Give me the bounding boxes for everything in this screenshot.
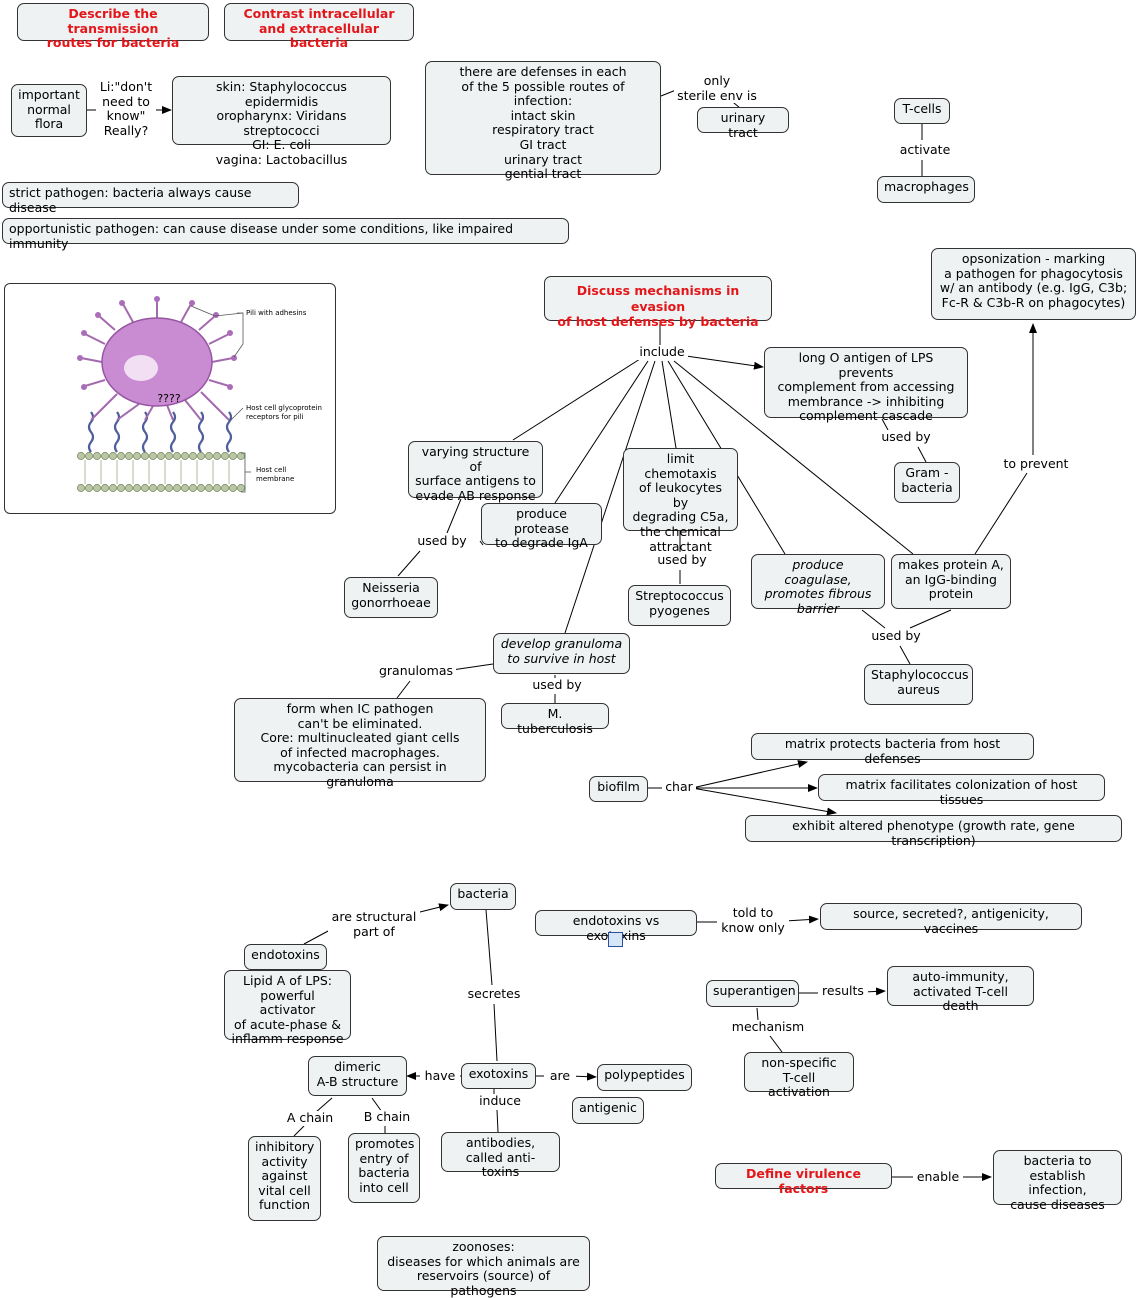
autoimmunity-node[interactable]: auto-immunity, activated T-cell death: [887, 966, 1034, 1013]
activate-label: activate: [896, 142, 954, 158]
bacterium-cell-icon: [101, 317, 213, 407]
opsonization-node[interactable]: opsonization - marking a pathogen for ph…: [931, 248, 1136, 320]
used-by-staph-label: used by: [866, 628, 926, 644]
urinary-tract-node[interactable]: urinary tract: [697, 107, 789, 139]
li-label: Li:"don't need to know" Really?: [96, 79, 156, 139]
granulomas-label: granulomas: [376, 663, 456, 679]
granuloma-node[interactable]: develop granuloma to survive in host: [493, 633, 630, 674]
have-label: have: [420, 1068, 460, 1084]
matrix-colonization-node[interactable]: matrix facilitates colonization of host …: [818, 774, 1105, 806]
strep-pyogenes-node[interactable]: Streptococcus pyogenes: [628, 585, 731, 626]
infection-routes-node[interactable]: there are defenses in each of the 5 poss…: [425, 61, 661, 181]
include-label: include: [636, 344, 688, 360]
varying-antigens-node[interactable]: varying structure of surface antigens to…: [408, 441, 543, 503]
nonspecific-activation-node[interactable]: non-specific T-cell activation: [744, 1052, 854, 1099]
discuss-evasion-node[interactable]: Discuss mechanisms in evasion of host de…: [544, 276, 772, 329]
coagulase-node[interactable]: produce coagulase, promotes fibrous barr…: [751, 554, 885, 616]
biofilm-node[interactable]: biofilm: [589, 776, 648, 802]
pili-icon: [80, 300, 234, 421]
char-label: char: [662, 779, 696, 795]
induce-label: induce: [474, 1093, 526, 1109]
lipid-a-node[interactable]: Lipid A of LPS: powerful activator of ac…: [224, 970, 351, 1046]
used-by-neisseria-label: used by: [412, 533, 472, 549]
source-secreted-node[interactable]: source, secreted?, antigenicity, vaccine…: [820, 903, 1082, 935]
protein-a-node[interactable]: makes protein A, an IgG-binding protein: [891, 554, 1011, 609]
strict-pathogen-node[interactable]: strict pathogen: bacteria always cause d…: [2, 182, 299, 214]
told-to-know-label: told to know only: [717, 905, 789, 936]
promotes-entry-node[interactable]: promotes entry of bacteria into cell: [348, 1133, 420, 1203]
flora-list-node[interactable]: skin: Staphylococcus epidermidis orophar…: [172, 76, 391, 167]
establish-infection-node[interactable]: bacteria to establish infection, cause d…: [993, 1150, 1122, 1212]
staph-aureus-node[interactable]: Staphylococcus aureus: [864, 664, 973, 705]
zoonoses-node[interactable]: zoonoses: diseases for which animals are…: [377, 1236, 590, 1298]
protease-node[interactable]: produce protease to degrade IgA: [481, 503, 602, 550]
a-chain-label: A chain: [282, 1110, 338, 1126]
superantigen-node[interactable]: superantigen: [706, 980, 799, 1007]
secretes-label: secretes: [462, 986, 526, 1002]
matrix-protects-node[interactable]: matrix protects bacteria from host defen…: [751, 733, 1034, 765]
to-prevent-label: to prevent: [998, 456, 1074, 472]
altered-phenotype-node[interactable]: exhibit altered phenotype (growth rate, …: [745, 815, 1122, 847]
question-marks: ????: [157, 392, 181, 405]
contrast-bacteria-node[interactable]: Contrast intracellular and extracellular…: [224, 3, 414, 50]
used-by-strep-label: used by: [652, 552, 712, 568]
sterile-env-label: only sterile env is: [674, 73, 760, 104]
endo-vs-exo-node[interactable]: endotoxins vs exotoxins: [535, 910, 697, 942]
antibodies-node[interactable]: antibodies, called anti-toxins: [441, 1132, 560, 1179]
mechanism-label: mechanism: [728, 1019, 808, 1035]
pili-adhesion-illustration: ???? Pili with adhesins Host cell glycop…: [4, 283, 336, 514]
virulence-factors-node[interactable]: Define virulence factors: [715, 1163, 892, 1195]
long-o-antigen-node[interactable]: long O antigen of LPS prevents complemen…: [764, 347, 968, 423]
used-by-gram-label: used by: [876, 429, 936, 445]
chemotaxis-node[interactable]: limit chemotaxis of leukocytes by degrad…: [623, 448, 738, 553]
receptor-icon: [87, 411, 233, 453]
opportunistic-pathogen-node[interactable]: opportunistic pathogen: can cause diseas…: [2, 218, 569, 250]
b-chain-label: B chain: [358, 1109, 416, 1125]
host-membrane-icon: [77, 452, 245, 492]
granuloma-description-node[interactable]: form when IC pathogen can't be eliminate…: [234, 698, 486, 789]
results-label: results: [818, 983, 868, 999]
inhibitory-activity-node[interactable]: inhibitory activity against vital cell f…: [248, 1136, 321, 1221]
structural-part-label: are structural part of: [328, 909, 420, 940]
exotoxins-node[interactable]: exotoxins: [461, 1063, 536, 1089]
neisseria-node[interactable]: Neisseria gonorrhoeae: [344, 577, 438, 618]
image-attachment-icon[interactable]: [608, 932, 623, 947]
pili-caption: Pili with adhesins: [246, 309, 307, 317]
macrophages-node[interactable]: macrophages: [877, 176, 975, 203]
dimeric-structure-node[interactable]: dimeric A-B structure: [308, 1056, 407, 1096]
are-label: are: [544, 1068, 576, 1084]
used-by-mtb-label: used by: [527, 677, 587, 693]
endotoxins-node[interactable]: endotoxins: [244, 944, 327, 970]
transmission-routes-node[interactable]: Describe the transmission routes for bac…: [17, 3, 209, 50]
t-cells-node[interactable]: T-cells: [894, 98, 950, 124]
gram-negative-node[interactable]: Gram - bacteria: [894, 462, 960, 503]
m-tuberculosis-node[interactable]: M. tuberculosis: [501, 703, 609, 735]
enable-label: enable: [913, 1169, 963, 1185]
normal-flora-node[interactable]: important normal flora: [11, 84, 87, 137]
antigenic-node[interactable]: antigenic: [572, 1097, 644, 1124]
polypeptides-node[interactable]: polypeptides: [597, 1064, 692, 1091]
bacteria-node[interactable]: bacteria: [450, 883, 516, 910]
